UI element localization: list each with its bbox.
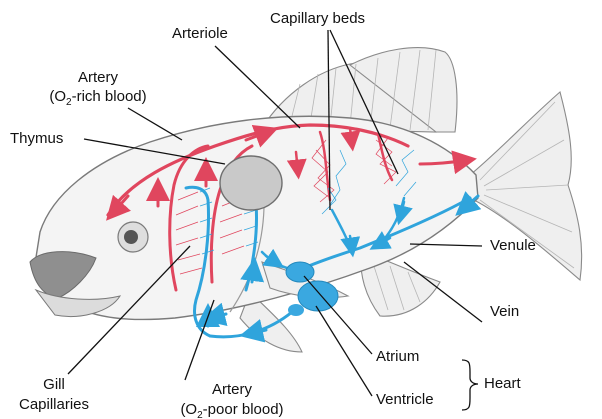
label-gill-line1: Gill (43, 376, 65, 393)
label-artery-rich-line2: (O2-rich blood) (49, 88, 146, 108)
label-artery-poor-line1: Artery (212, 381, 253, 398)
label-artery-poor-line2: (O2-poor blood) (180, 401, 283, 419)
label-atrium: Atrium (376, 348, 419, 365)
label-vein: Vein (490, 303, 519, 320)
leader-ventricle (316, 306, 372, 396)
label-artery-rich-line1: Artery (78, 69, 119, 86)
leader-arteriole (215, 46, 300, 128)
leader-venule (410, 244, 482, 246)
label-thymus: Thymus (10, 130, 63, 147)
heart-bracket (462, 360, 478, 410)
leader-artery-rich (128, 108, 182, 140)
label-venule: Venule (490, 237, 536, 254)
label-gill-line2: Capillaries (19, 396, 89, 413)
ventricle-chamber (298, 281, 338, 311)
thymus-organ (220, 156, 282, 210)
ventral-arrow-2 (210, 314, 226, 318)
label-capillary-beds: Capillary beds (270, 10, 365, 27)
sinus-chamber (288, 304, 304, 316)
atrium-chamber (286, 262, 314, 282)
label-arteriole: Arteriole (172, 25, 228, 42)
fish-pupil (124, 230, 138, 244)
gill-up-arrow-2 (252, 266, 254, 282)
label-ventricle: Ventricle (376, 391, 434, 408)
label-heart: Heart (484, 375, 522, 392)
